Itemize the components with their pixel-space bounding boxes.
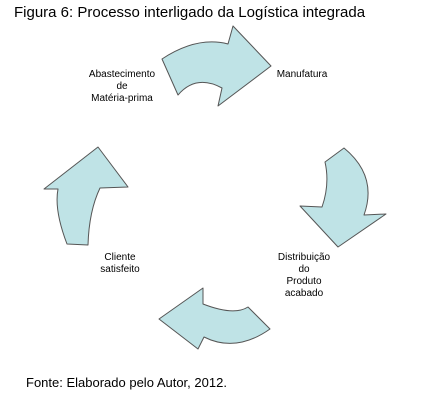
arrow-top (161, 25, 272, 107)
figure-title: Figura 6: Processo interligado da Logíst… (14, 4, 366, 21)
node-label-line: acabado (284, 288, 324, 299)
node-label-line: Cliente (104, 252, 136, 263)
node-abastecimento: Abastecimento de Matéria-prima (72, 69, 172, 105)
node-label-line: do (298, 264, 310, 275)
node-cliente: Cliente satisfeito (80, 252, 160, 276)
node-label-line: satisfeito (100, 264, 140, 275)
node-label-line: Produto (286, 276, 322, 287)
node-label-line: Matéria-prima (91, 93, 153, 104)
node-manufatura: Manufatura (262, 69, 342, 81)
figure-source: Fonte: Elaborado pelo Autor, 2012. (26, 375, 227, 390)
node-label-line: de (116, 81, 128, 92)
node-distribuicao: Distribuição do Produto acabado (264, 252, 344, 300)
node-label-line: Distribuição (277, 252, 331, 263)
node-label-line: Manufatura (276, 69, 328, 80)
arrow-bottom (158, 287, 271, 350)
arrow-right (299, 147, 387, 248)
node-label-line: Abastecimento (88, 69, 156, 80)
arrow-left (43, 146, 129, 246)
